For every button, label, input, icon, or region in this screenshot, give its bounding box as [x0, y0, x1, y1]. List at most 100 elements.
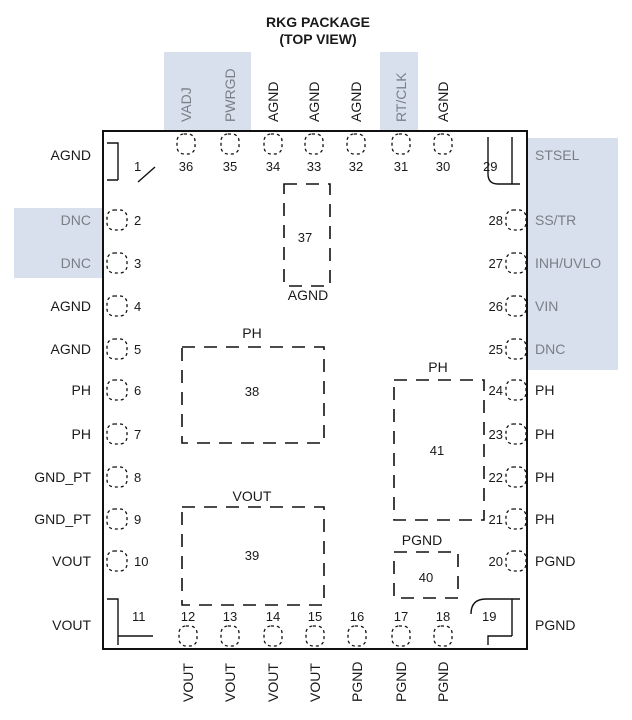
- right-pin-29-label: STSEL: [535, 147, 580, 163]
- highlight-left-dnc: [14, 208, 102, 278]
- bottom-pin-15-number: 15: [308, 609, 322, 624]
- bottom-pin-18-pad: [433, 625, 453, 647]
- bottom-pin-15-label: VOUT: [307, 663, 323, 702]
- exposed-pad-40-number: 40: [419, 570, 433, 585]
- left-pin-5-pad: [106, 338, 128, 360]
- left-pin-3-number: 3: [134, 256, 141, 271]
- right-pin-28-pad: [505, 209, 527, 231]
- left-pin-10-pad: [106, 550, 128, 572]
- top-pin-30-number: 30: [436, 159, 450, 174]
- bottom-pin-13-label: VOUT: [222, 663, 238, 702]
- left-pin-3-label: DNC: [61, 255, 91, 271]
- left-pin-9-pad: [106, 508, 128, 530]
- highlight-top-rtclk: [380, 52, 418, 130]
- right-pin-25-label: DNC: [535, 341, 565, 357]
- bottom-pin-18-number: 18: [436, 609, 450, 624]
- left-pin-5-label: AGND: [51, 341, 91, 357]
- bottom-pin-17-number: 17: [394, 609, 408, 624]
- left-pin-1-label: AGND: [51, 147, 91, 163]
- top-pin-32-label: AGND: [348, 82, 364, 122]
- exposed-pad-38-number: 38: [245, 384, 259, 399]
- exposed-pad-39: [181, 506, 325, 606]
- exposed-pad-41: [393, 379, 485, 521]
- right-pin-19-label: PGND: [535, 617, 575, 633]
- right-pin-20-label: PGND: [535, 553, 575, 569]
- bottom-pin-14-pad: [263, 625, 283, 647]
- right-pin-21-number: 21: [489, 512, 503, 527]
- left-pin-4-label: AGND: [51, 298, 91, 314]
- right-pin-20-pad: [505, 550, 527, 572]
- exposed-pad-40: [393, 551, 459, 599]
- bottom-pin-12-pad: [178, 625, 198, 647]
- bottom-pin-16-label: PGND: [349, 662, 365, 702]
- top-pin-30-pad: [433, 133, 453, 155]
- left-pin-1-number: 1: [134, 159, 141, 174]
- right-pin-20-number: 20: [489, 554, 503, 569]
- top-pin-31-pad: [391, 133, 411, 155]
- right-pin-29-number: 29: [483, 159, 497, 174]
- right-pin-23-pad: [505, 423, 527, 445]
- right-pin-22-pad: [505, 466, 527, 488]
- left-pin-10-number: 10: [134, 554, 148, 569]
- bottom-pin-14-number: 14: [266, 609, 280, 624]
- exposed-pad-37-label: AGND: [288, 287, 328, 303]
- top-pin-36-label: VADJ: [178, 87, 194, 122]
- left-pin-11-number: 11: [132, 609, 146, 624]
- left-pin-2-number: 2: [134, 213, 141, 228]
- bottom-pin-15-pad: [305, 625, 325, 647]
- package-subtitle: (TOP VIEW): [279, 31, 356, 47]
- right-pin-24-pad: [505, 379, 527, 401]
- left-pin-7-number: 7: [134, 427, 141, 442]
- top-pin-35-pad: [220, 133, 240, 155]
- right-pin-26-label: VIN: [535, 298, 558, 314]
- bottom-pin-17-pad: [391, 625, 411, 647]
- right-pin-26-number: 26: [489, 299, 503, 314]
- bottom-pin-16-pad: [347, 625, 367, 647]
- left-pin-4-number: 4: [134, 299, 141, 314]
- top-pin-33-number: 33: [307, 159, 321, 174]
- left-pin-9-label: GND_PT: [34, 511, 91, 527]
- exposed-pad-39-label: VOUT: [233, 488, 272, 504]
- top-pin-32-number: 32: [349, 159, 363, 174]
- right-pin-27-pad: [505, 252, 527, 274]
- top-pin-33-pad: [304, 133, 324, 155]
- right-pin-27-number: 27: [489, 256, 503, 271]
- top-pin-33-label: AGND: [306, 82, 322, 122]
- left-pin-2-label: DNC: [61, 212, 91, 228]
- exposed-pad-37-number: 37: [298, 230, 312, 245]
- left-pin-11-label: VOUT: [52, 617, 91, 633]
- bottom-pin-14-label: VOUT: [265, 663, 281, 702]
- exposed-pad-39-number: 39: [245, 548, 259, 563]
- bottom-pin-18-label: PGND: [435, 662, 451, 702]
- left-pin-8-number: 8: [134, 470, 141, 485]
- left-pin-8-label: GND_PT: [34, 469, 91, 485]
- bottom-pin-13-number: 13: [223, 609, 237, 624]
- right-pin-25-pad: [505, 338, 527, 360]
- left-pin-6-pad: [106, 379, 128, 401]
- top-pin-34-pad: [263, 133, 283, 155]
- pin-19-corner-pad: [470, 598, 520, 645]
- pin-29-corner-pad: [487, 137, 520, 185]
- left-pin-7-pad: [106, 423, 128, 445]
- highlight-top-vadj-pwrgd: [164, 52, 251, 130]
- left-pin-5-number: 5: [134, 342, 141, 357]
- pin-11-corner-pad: [107, 598, 153, 645]
- top-pin-34-number: 34: [266, 159, 280, 174]
- right-pin-21-pad: [505, 508, 527, 530]
- highlight-right-group: [528, 138, 618, 370]
- right-pin-26-pad: [505, 295, 527, 317]
- left-pin-7-label: PH: [72, 426, 91, 442]
- right-pin-27-label: INH/UVLO: [535, 255, 601, 271]
- right-pin-22-label: PH: [535, 469, 554, 485]
- package-title: RKG PACKAGE: [266, 14, 370, 30]
- bottom-pin-16-number: 16: [350, 609, 364, 624]
- right-pin-23-number: 23: [489, 427, 503, 442]
- top-pin-35-number: 35: [223, 159, 237, 174]
- exposed-pad-41-label: PH: [428, 359, 447, 375]
- right-pin-21-label: PH: [535, 511, 554, 527]
- top-pin-30-label: AGND: [435, 82, 451, 122]
- left-pin-9-number: 9: [134, 512, 141, 527]
- top-pin-36-pad: [176, 133, 196, 155]
- pin-1-corner-pad: [107, 142, 156, 183]
